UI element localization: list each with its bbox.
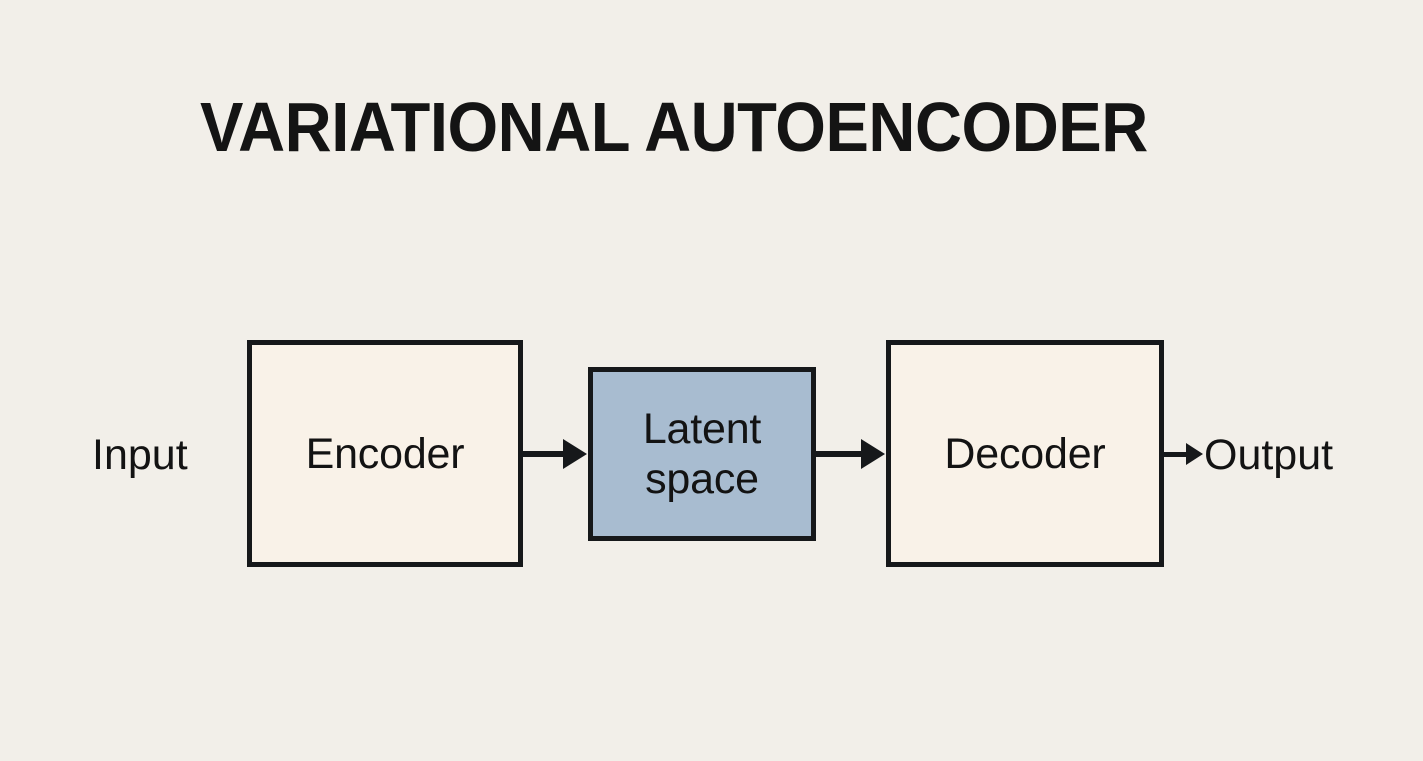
arrow-shaft: [1164, 451, 1187, 457]
decoder-node: Decoder: [886, 340, 1164, 567]
latent-space-node-label: Latent space: [642, 404, 762, 504]
arrow-shaft: [816, 451, 862, 457]
latent-space-label-line-1: Latent: [642, 405, 762, 453]
arrow-head-icon: [1186, 443, 1203, 465]
latent-space-node: Latent space: [588, 367, 816, 541]
latent-space-label-line-2: space: [645, 455, 759, 503]
arrow-head-icon: [563, 439, 587, 469]
decoder-node-label: Decoder: [944, 429, 1106, 478]
encoder-node-label: Encoder: [305, 429, 465, 478]
arrow-head-icon: [861, 439, 885, 469]
output-label: Output: [1204, 431, 1334, 479]
input-label: Input: [92, 431, 188, 479]
encoder-node: Encoder: [247, 340, 523, 567]
arrow-shaft: [523, 451, 564, 457]
page-title: VARIATIONAL AUTOENCODER: [200, 88, 1148, 166]
